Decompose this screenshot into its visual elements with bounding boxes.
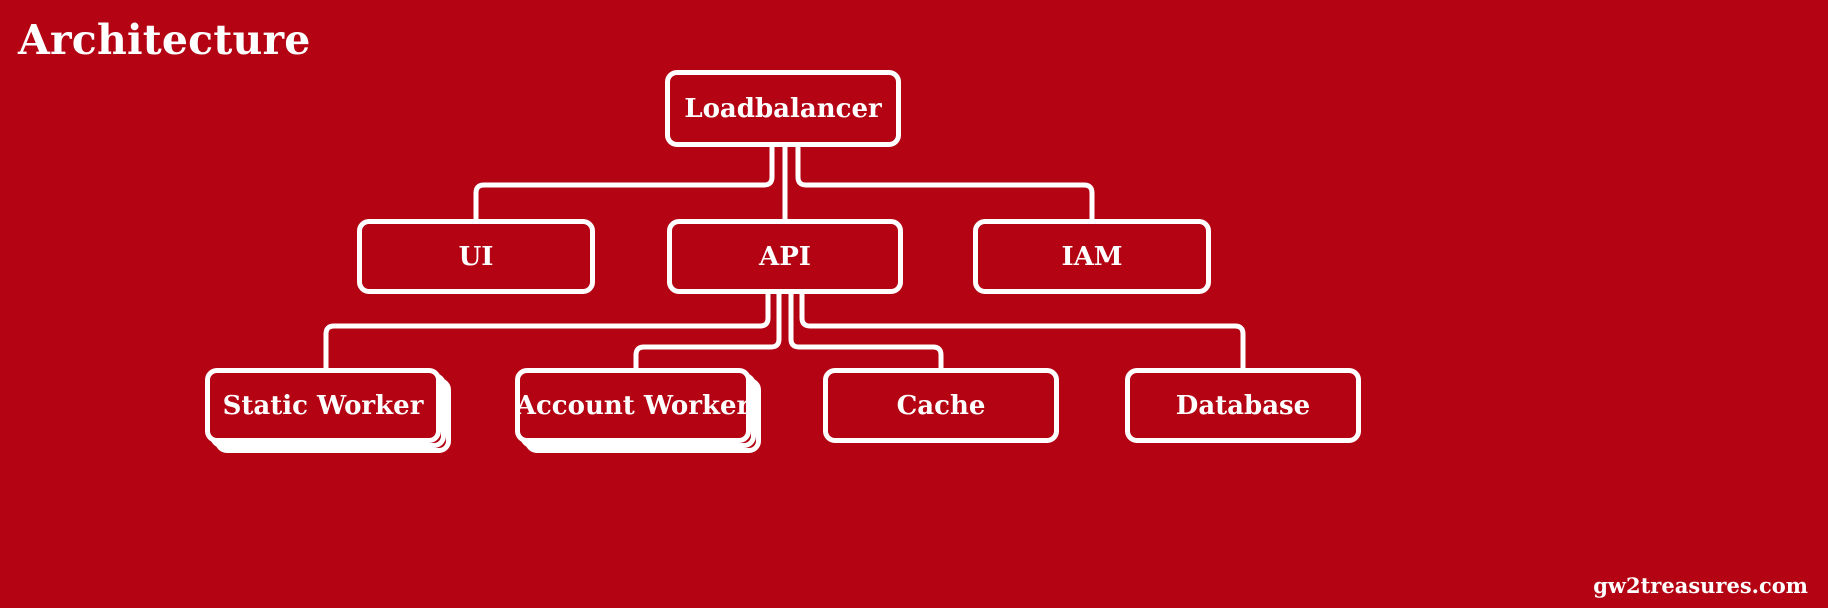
edge-api-database <box>799 294 1246 368</box>
edge-loadbalancer-iam <box>795 147 1095 219</box>
node-loadbalancer[interactable]: Loadbalancer <box>665 70 901 147</box>
node-loadbalancer-label: Loadbalancer <box>684 93 882 124</box>
node-api-label: API <box>759 241 811 272</box>
page-title: Architecture <box>18 16 311 64</box>
site-watermark: gw2treasures.com <box>1593 573 1808 598</box>
node-static-worker-label: Static Worker <box>222 390 424 421</box>
node-database[interactable]: Database <box>1125 368 1361 443</box>
node-account-worker-label: Account Worker <box>515 390 751 421</box>
node-ui-label: UI <box>458 241 494 272</box>
node-ui[interactable]: UI <box>357 219 595 294</box>
node-iam-label: IAM <box>1061 241 1123 272</box>
edge-api-static-worker <box>323 294 771 368</box>
edge-api-cache <box>788 294 944 368</box>
node-iam[interactable]: IAM <box>973 219 1211 294</box>
node-cache[interactable]: Cache <box>823 368 1059 443</box>
node-cache-label: Cache <box>896 390 986 421</box>
node-static-worker[interactable]: Static Worker <box>205 368 441 443</box>
node-database-label: Database <box>1175 390 1311 421</box>
node-account-worker[interactable]: Account Worker <box>515 368 751 443</box>
edge-api-account-worker <box>633 294 782 368</box>
edge-loadbalancer-ui <box>473 147 775 219</box>
node-api[interactable]: API <box>667 219 903 294</box>
